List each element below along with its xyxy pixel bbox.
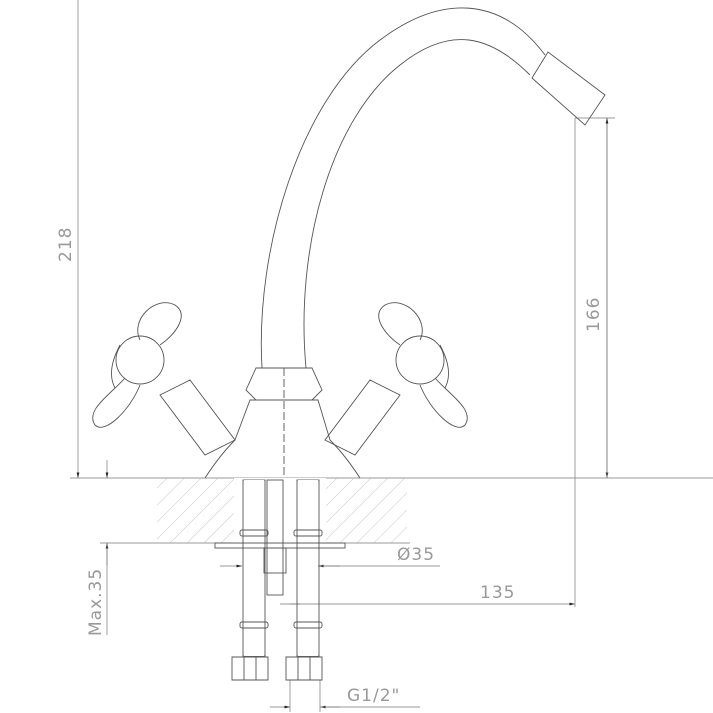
faucet-body <box>92 7 606 479</box>
thread-size-label: G1/2" <box>347 686 401 706</box>
spout-reach-label: 135 <box>480 583 516 603</box>
hole-diameter-label: Ø35 <box>397 545 436 565</box>
dimension-lines <box>70 0 713 712</box>
spout-height-166-label: 166 <box>584 296 604 332</box>
supply-hoses <box>231 479 323 681</box>
height-218-label: 218 <box>56 226 76 262</box>
max-counter-label: Max.35 <box>86 567 106 636</box>
